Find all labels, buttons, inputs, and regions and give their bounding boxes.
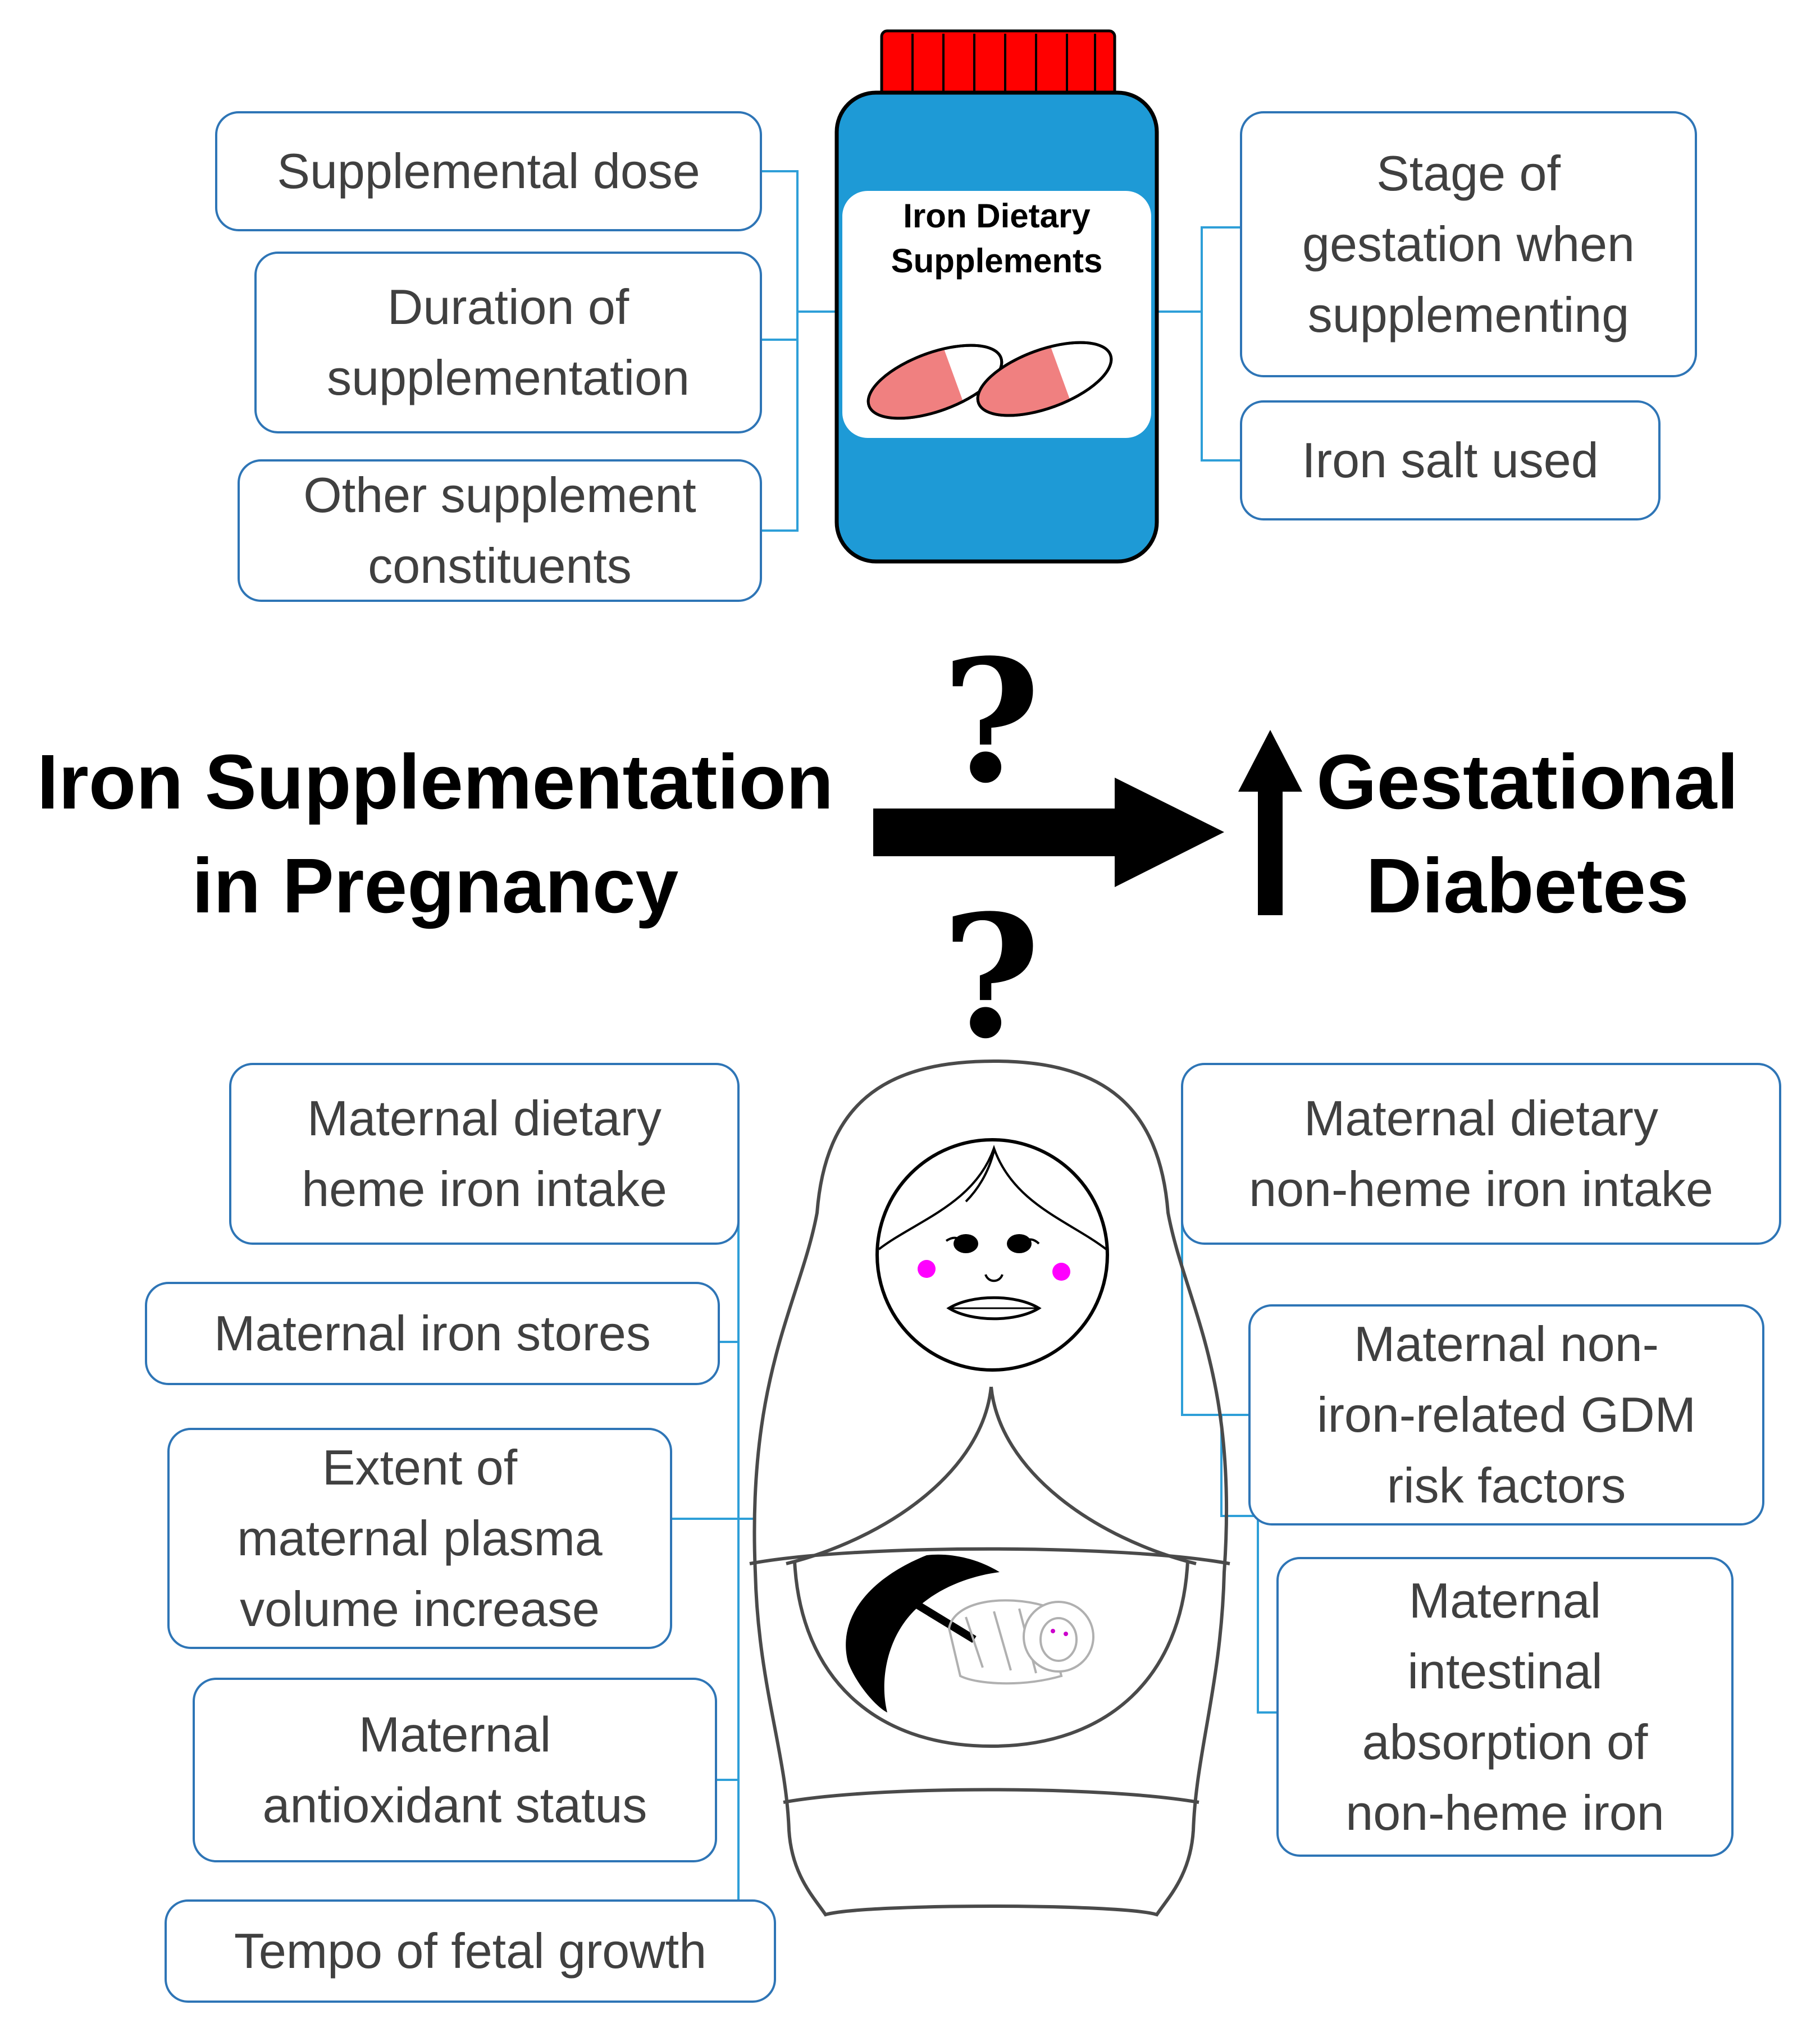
factor-box-duration-of-supplementation: Duration of supplementation <box>254 252 762 433</box>
factor-label-line: heme iron intake <box>302 1161 667 1217</box>
factor-box-frame <box>254 252 762 433</box>
question-mark-bottom: ? <box>942 878 1041 1076</box>
factor-box-intestinal-absorption: Maternal intestinal absorption of non-heme … <box>1276 1557 1734 1857</box>
factor-box-supplemental-dose: Supplemental dose <box>215 111 762 231</box>
matryoshka-doll-icon <box>749 1059 1230 1917</box>
factor-label-line: supplementing <box>1308 287 1629 342</box>
factor-label-line: constituents <box>368 538 632 593</box>
factor-label-line: Other supplement <box>303 467 696 523</box>
factor-box-frame <box>145 1282 720 1385</box>
supplement-bottle: Iron Dietary Supplements <box>834 29 1159 564</box>
doll-cheek-left <box>918 1260 936 1278</box>
bottle-label-line-1: Iron Dietary <box>903 197 1091 235</box>
factor-box-frame <box>1248 1304 1764 1526</box>
bottle-cap <box>880 29 1116 100</box>
factor-label-line: Maternal dietary <box>1304 1090 1658 1146</box>
factor-box-frame <box>167 1428 672 1649</box>
factor-label-line: Maternal non- <box>1354 1316 1659 1372</box>
right-arrow-icon <box>873 778 1224 887</box>
factor-label-line: Stage of <box>1376 145 1561 201</box>
factor-box-stage-of-gestation: Stage of gestation when supplementing <box>1240 111 1697 377</box>
factor-box-heme-iron-intake: Maternal dietary heme iron intake <box>229 1063 740 1245</box>
headline-right: Gestational Diabetes <box>1316 739 1739 929</box>
factor-box-non-heme-iron-intake: Maternal dietary non-heme iron intake <box>1181 1063 1781 1245</box>
factor-label-line: Maternal <box>1409 1573 1601 1628</box>
factor-box-plasma-volume-increase: Extent of maternal plasma volume increase <box>167 1428 672 1649</box>
headline-left-line-1: Iron Supplementation <box>37 739 833 825</box>
factor-box-frame <box>229 1063 740 1245</box>
moon-icon <box>846 1554 1000 1712</box>
factor-label-line: maternal plasma <box>237 1510 603 1566</box>
headline-left: Iron Supplementation in Pregnancy <box>37 739 833 929</box>
factor-box-frame <box>1240 400 1661 520</box>
factor-label-line: Maternal iron stores <box>214 1305 651 1361</box>
factor-label-line: gestation when <box>1302 216 1635 272</box>
headline-right-line-2: Diabetes <box>1366 843 1689 929</box>
factor-label-line: iron-related GDM <box>1317 1387 1696 1442</box>
factor-box-frame <box>1276 1557 1734 1857</box>
factor-label-line: Iron salt used <box>1302 432 1598 488</box>
bottle-label-line-2: Supplements <box>891 242 1103 280</box>
factor-label-line: Maternal dietary <box>307 1090 662 1146</box>
factor-label-line: Tempo of fetal growth <box>234 1923 706 1979</box>
factor-box-antioxidant-status: Maternal antioxidant status <box>193 1678 717 1862</box>
factor-label-line: supplementation <box>327 350 690 405</box>
factor-label-line: non-heme iron intake <box>1249 1161 1713 1217</box>
factor-box-non-iron-gdm-risk: Maternal non-iron-related GDM risk factor… <box>1248 1304 1764 1526</box>
factor-label-line: volume increase <box>240 1581 600 1637</box>
factor-label-line: Maternal <box>359 1707 551 1762</box>
factor-box-other-supplement-constituents: Other supplement constituents <box>238 459 762 602</box>
factor-label-line: Extent of <box>322 1440 518 1495</box>
factor-box-maternal-iron-stores: Maternal iron stores <box>145 1282 720 1385</box>
factor-box-frame <box>215 111 762 231</box>
factor-box-frame <box>165 1899 776 2003</box>
question-mark-top: ? <box>942 622 1041 820</box>
doll-cheek-right <box>1052 1263 1070 1281</box>
factor-box-frame <box>193 1678 717 1862</box>
pill-icon <box>866 341 1113 420</box>
doll-face <box>875 1138 1109 1372</box>
factor-label-line: intestinal <box>1407 1643 1602 1699</box>
factor-box-iron-salt-used: Iron salt used <box>1240 400 1661 520</box>
factor-label-line: antioxidant status <box>263 1778 647 1833</box>
factor-box-frame <box>238 459 762 602</box>
increase-arrow-icon <box>1238 730 1302 915</box>
factor-label-line: non-heme iron <box>1345 1785 1664 1840</box>
headline-right-line-1: Gestational <box>1316 739 1739 825</box>
factor-label-line: absorption of <box>1362 1714 1648 1770</box>
factor-label-line: Duration of <box>387 279 630 335</box>
factor-label-line: Supplemental dose <box>277 143 700 199</box>
headline-left-line-2: in Pregnancy <box>192 843 679 929</box>
factor-label-line: risk factors <box>1387 1458 1626 1513</box>
factor-box-tempo-of-fetal-growth: Tempo of fetal growth <box>165 1899 776 2003</box>
factor-box-frame <box>1240 111 1697 377</box>
baby-icon <box>947 1599 1094 1685</box>
factor-box-frame <box>1181 1063 1781 1245</box>
supplement-connectors <box>761 170 1241 532</box>
